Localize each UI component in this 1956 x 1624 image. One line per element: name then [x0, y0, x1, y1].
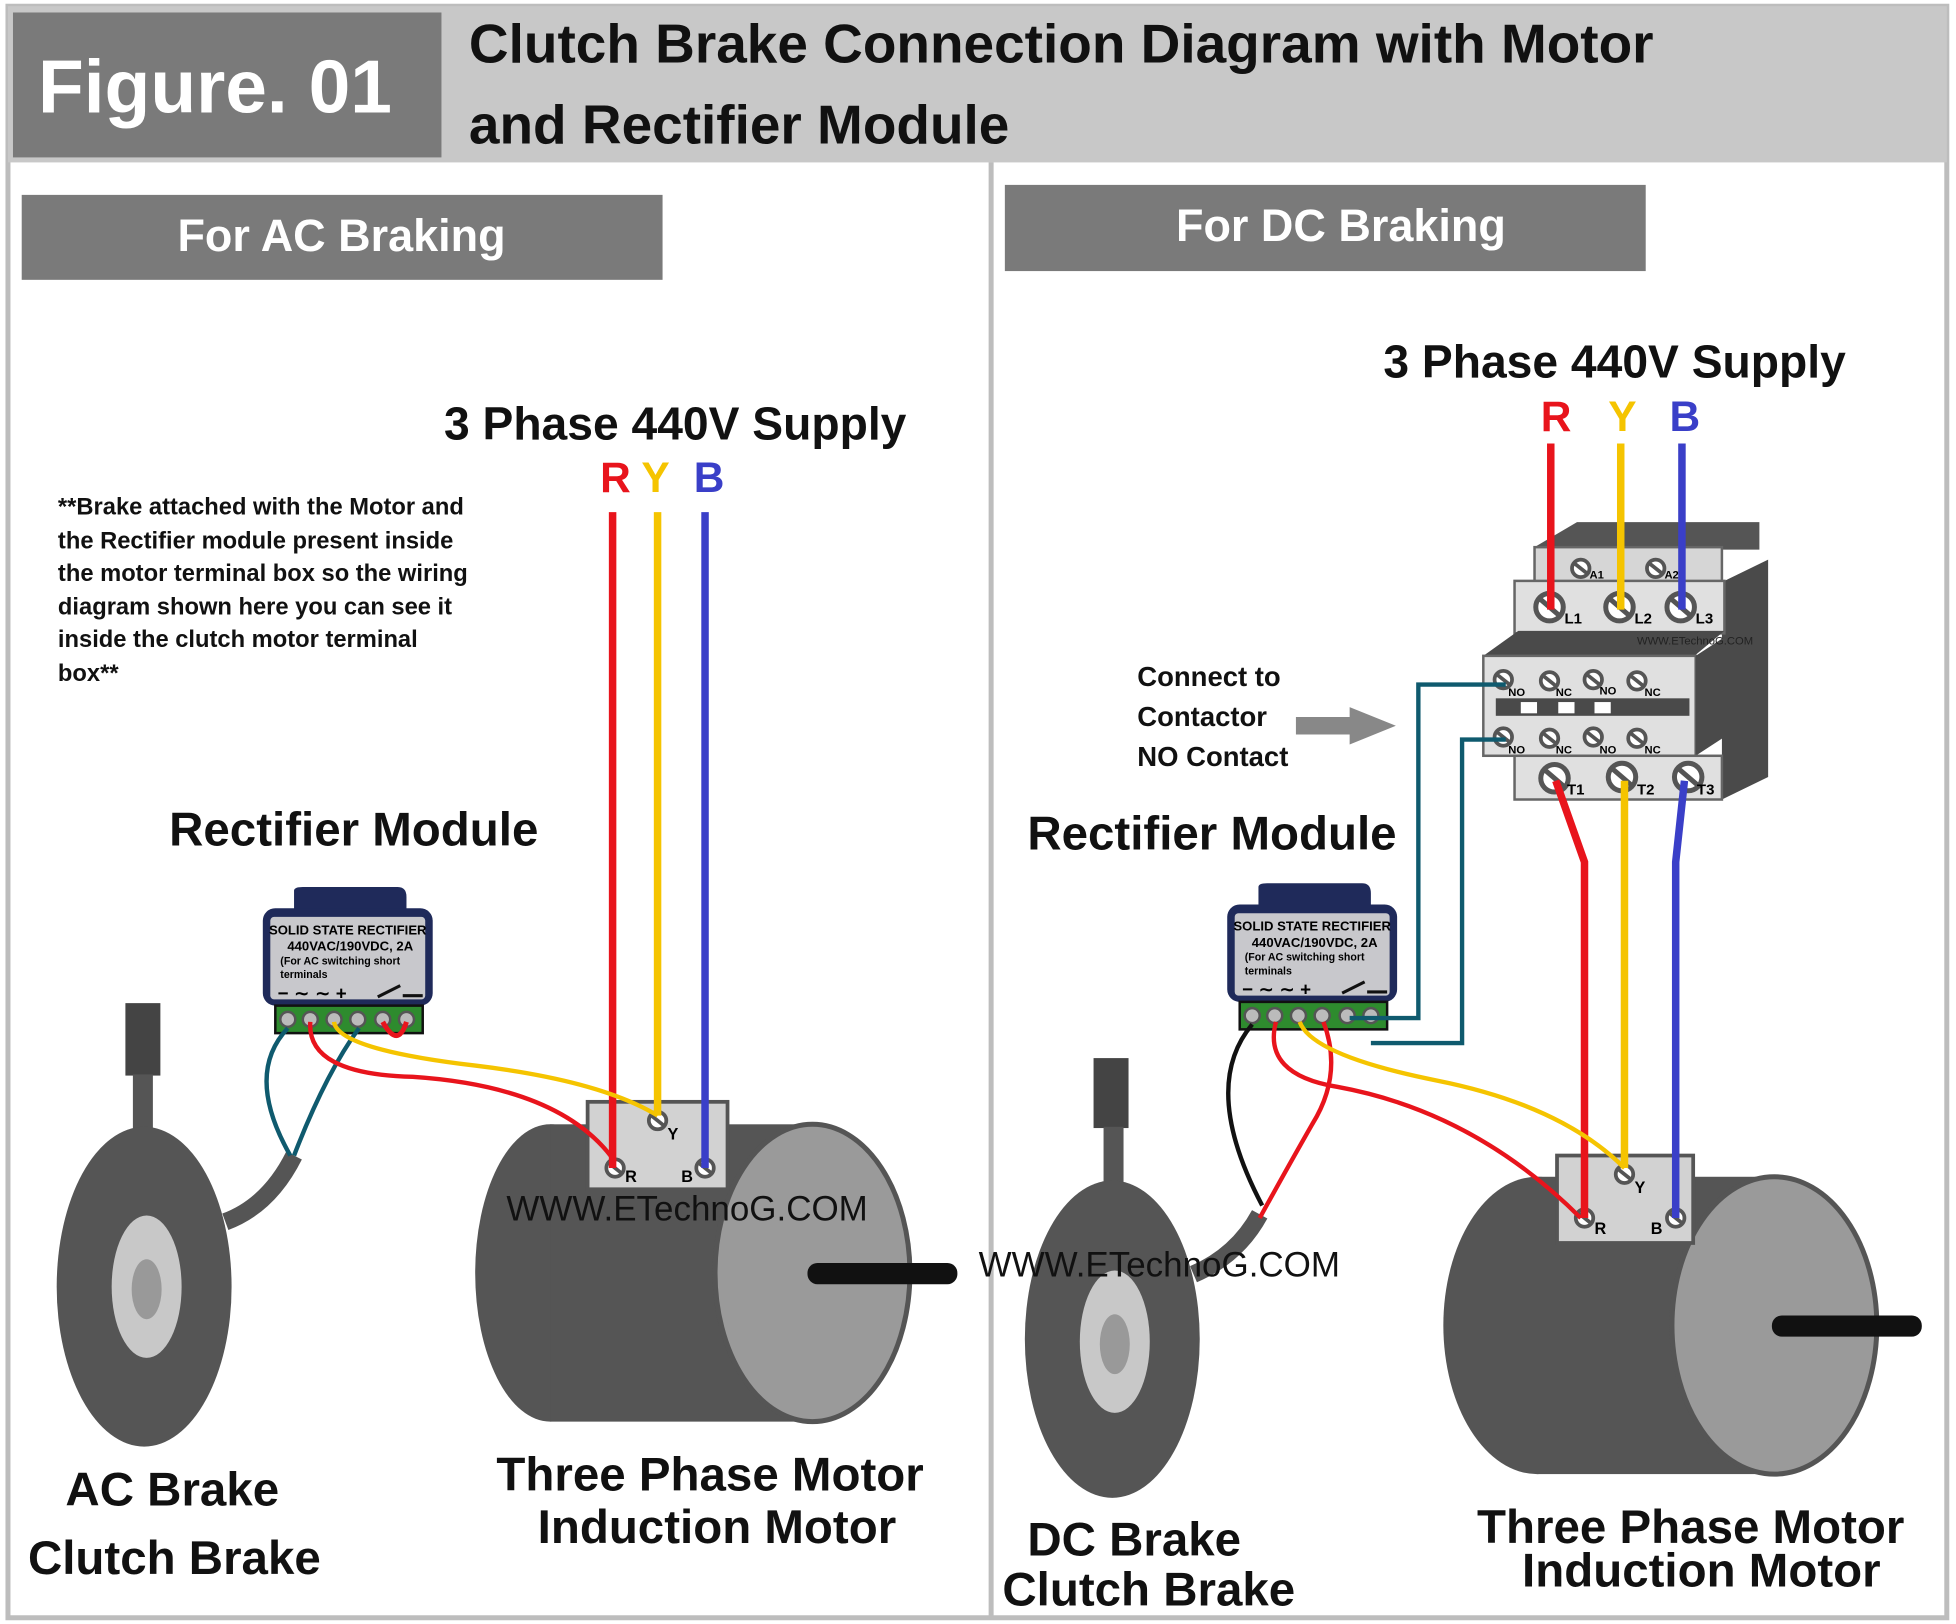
figure-label-box [12, 12, 442, 158]
rectifier-line: SOLID STATE RECTIFIER [269, 922, 427, 937]
ac-phase-b: B [694, 454, 725, 501]
dc-supply-label: 3 Phase 440V Supply [1383, 335, 1846, 387]
load-t2: T2 [1637, 782, 1655, 799]
note-line: the motor terminal box so the wiring [58, 561, 468, 587]
connect-note-line: Contactor [1137, 701, 1267, 732]
dc-wire-b-out [1671, 780, 1689, 1218]
note-line: box** [58, 661, 119, 687]
line-l1: L1 [1565, 610, 1583, 627]
ac-motor-label-1: Three Phase Motor [496, 1448, 923, 1501]
dc-wire-r-out [1552, 779, 1589, 1218]
contactor-watermark: WWW.ETechnoG.COM [1637, 636, 1753, 648]
load-t1: T1 [1567, 782, 1585, 799]
no-contact-wire-1 [1349, 682, 1506, 1021]
ac-rectifier-title: Rectifier Module [169, 804, 538, 857]
dc-motor: R Y B [1443, 1153, 1922, 1477]
aux-label: NC [1556, 744, 1572, 756]
dc-watermark: WWW.ETechnoG.COM [979, 1246, 1340, 1285]
title-line-1: Clutch Brake Connection Diagram with Mot… [469, 12, 1654, 74]
dc-brake-label-2: Clutch Brake [1002, 1563, 1295, 1616]
note-line: inside the clutch motor terminal [58, 627, 418, 653]
rectifier-line: 440VAC/190VDC, 2A [287, 939, 413, 954]
dc-phase-b: B [1669, 393, 1700, 440]
dc-motor-label-2: Induction Motor [1522, 1545, 1881, 1598]
ac-watermark: WWW.ETechnoG.COM [506, 1189, 867, 1228]
aux-label: NO [1508, 687, 1525, 699]
line-l2: L2 [1634, 610, 1652, 627]
ac-brake-label-2: Clutch Brake [28, 1532, 321, 1585]
terminal-b: B [1651, 1220, 1663, 1238]
load-t3: T3 [1697, 782, 1715, 799]
ac-rectifier: SOLID STATE RECTIFIER 440VAC/190VDC, 2A … [261, 885, 434, 1035]
ac-supply-label: 3 Phase 440V Supply [444, 398, 907, 450]
dc-brake [1024, 1058, 1268, 1498]
note-line: the Rectifier module present inside [58, 528, 453, 554]
terminal-y: Y [668, 1125, 679, 1143]
ac-heading: For AC Braking [177, 210, 505, 261]
rectifier-line: (For AC switching short [1245, 952, 1365, 964]
ac-note: **Brake attached with the Motor and the … [58, 495, 468, 687]
dc-brake-label-1: DC Brake [1027, 1513, 1241, 1566]
note-line: diagram shown here you can see it [58, 595, 452, 621]
aux-label: NC [1644, 687, 1660, 699]
rectifier-symbols: − ∼ ∼ + [278, 982, 347, 1003]
rectifier-line: (For AC switching short [280, 955, 400, 967]
coil-a1: A1 [1589, 569, 1603, 581]
arrow-right-icon [1295, 707, 1396, 745]
dc-rectifier-title: Rectifier Module [1027, 807, 1396, 860]
dc-panel: For DC Braking 3 Phase 440V Supply R Y B… [979, 184, 1922, 1616]
figure-label: Figure. 01 [38, 44, 392, 128]
ac-phase-y: Y [641, 454, 669, 501]
ac-phase-r: R [600, 454, 631, 501]
ac-panel: For AC Braking 3 Phase 440V Supply R Y B… [21, 194, 958, 1585]
rectifier-line: 440VAC/190VDC, 2A [1252, 935, 1378, 950]
dc-heading: For DC Braking [1176, 200, 1506, 251]
terminal-r: R [625, 1168, 637, 1186]
title-line-2: and Rectifier Module [469, 94, 1009, 156]
ac-brake [56, 1003, 302, 1447]
ac-motor: R Y B [475, 1099, 958, 1425]
ac-brake-label-1: AC Brake [65, 1463, 279, 1516]
line-l3: L3 [1696, 610, 1714, 627]
dc-motor-label-1: Three Phase Motor [1477, 1501, 1904, 1554]
aux-label: NO [1599, 686, 1616, 698]
dc-phase-r: R [1541, 393, 1572, 440]
rectifier-symbols: − ∼ ∼ + [1242, 979, 1311, 1000]
dc-heading-box [1004, 184, 1646, 272]
connect-note-line: NO Contact [1137, 741, 1288, 772]
ac-heading-box [21, 194, 663, 280]
connect-note-line: Connect to [1137, 661, 1280, 692]
terminal-b: B [681, 1168, 693, 1186]
terminal-y: Y [1634, 1179, 1645, 1197]
coil-a2: A2 [1664, 569, 1678, 581]
no-contact-wire-2 [1370, 737, 1506, 1046]
dc-phase-y: Y [1608, 393, 1636, 440]
contactor: A1 A2 NO NC NO NC NO NC NO NC L1 L2 L3 T… [1482, 522, 1769, 801]
rectifier-line: terminals [280, 969, 327, 981]
dc-rectifier: SOLID STATE RECTIFIER 440VAC/190VDC, 2A … [1225, 881, 1399, 1031]
rectifier-line: SOLID STATE RECTIFIER [1233, 919, 1391, 934]
rectifier-line: terminals [1245, 965, 1292, 977]
aux-label: NO [1508, 744, 1525, 756]
ac-motor-label-2: Induction Motor [538, 1501, 897, 1554]
aux-label: NC [1644, 744, 1660, 756]
aux-label: NC [1556, 687, 1572, 699]
terminal-r: R [1594, 1220, 1606, 1238]
aux-label: NO [1599, 744, 1616, 756]
note-line: **Brake attached with the Motor and [58, 495, 464, 521]
